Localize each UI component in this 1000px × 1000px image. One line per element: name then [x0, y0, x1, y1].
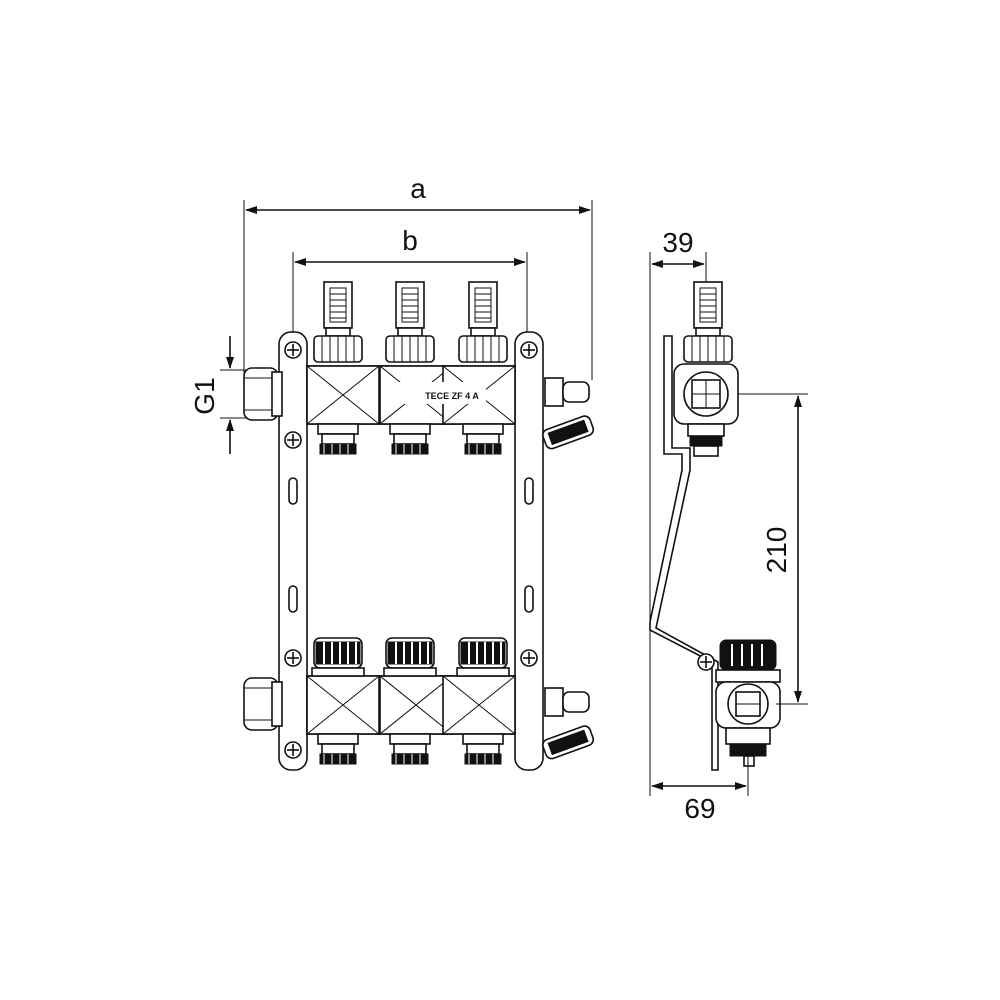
- dimension-a-label: a: [410, 173, 426, 204]
- outlet-connector: [317, 423, 359, 455]
- valve-cap: [456, 637, 510, 677]
- screw-icon: [520, 649, 538, 667]
- screw-icon: [284, 341, 302, 359]
- manifold-side-body: [673, 363, 808, 457]
- drain-valve: [540, 687, 596, 762]
- dimension-a: a: [243, 173, 593, 380]
- dimension-b-label: b: [402, 225, 418, 256]
- dimension-210-label: 210: [761, 527, 792, 574]
- left-bracket: [278, 331, 308, 771]
- dimension-69: 69: [651, 756, 749, 824]
- right-bracket: [514, 331, 544, 771]
- dimension-g1-label: G1: [189, 377, 220, 414]
- dimension-69-label: 69: [684, 793, 715, 824]
- valve-cap: [311, 637, 365, 677]
- inlet-nut: [243, 367, 283, 421]
- screw-icon: [697, 653, 715, 671]
- front-view: TECE ZF 4 A: [243, 281, 596, 771]
- wall-bracket-profile: [649, 335, 719, 796]
- valve-cap: [383, 637, 437, 677]
- dimension-210: 210: [761, 395, 802, 703]
- top-manifold: TECE ZF 4 A: [243, 281, 596, 455]
- bottom-manifold: [243, 637, 596, 765]
- side-view: 39: [649, 227, 808, 824]
- screw-icon: [284, 741, 302, 759]
- screw-icon: [284, 431, 302, 449]
- screw-icon: [284, 649, 302, 667]
- inlet-nut: [243, 677, 283, 731]
- product-label: TECE ZF 4 A: [425, 391, 479, 401]
- flow-meter: [458, 281, 508, 363]
- flow-meter: [313, 281, 363, 363]
- flow-meter: [385, 281, 435, 363]
- dimension-b: b: [292, 225, 528, 340]
- dimension-39-label: 39: [662, 227, 693, 258]
- outlet-connector: [462, 423, 504, 455]
- outlet-connector: [389, 423, 431, 455]
- manifold-side-body: [697, 639, 808, 767]
- outlet-connector: [317, 733, 359, 765]
- outlet-connector: [462, 733, 504, 765]
- screw-icon: [520, 341, 538, 359]
- flow-meter: [683, 281, 733, 363]
- dimension-39: 39: [649, 227, 707, 336]
- drain-valve: [540, 377, 596, 452]
- outlet-connector: [389, 733, 431, 765]
